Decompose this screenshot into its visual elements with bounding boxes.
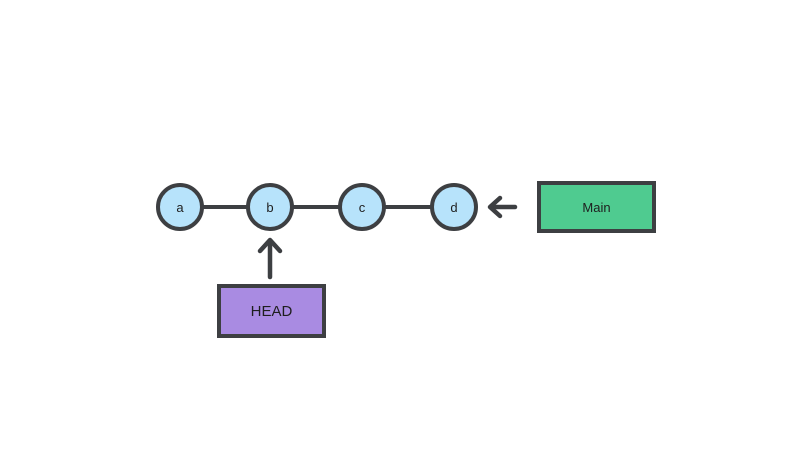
branch-label-main-text: Main <box>582 199 611 215</box>
commit-node-d-label: d <box>450 199 458 215</box>
up-arrow-icon <box>257 237 283 280</box>
branch-label-main: Main <box>537 181 656 233</box>
commit-node-a-label: a <box>176 199 184 215</box>
edge-b-c <box>291 205 341 209</box>
commit-node-a: a <box>156 183 204 231</box>
commit-node-b: b <box>246 183 294 231</box>
head-label-text: HEAD <box>250 302 293 320</box>
commit-node-c-label: c <box>358 199 366 215</box>
edge-a-b <box>200 205 250 209</box>
commit-node-d: d <box>430 183 478 231</box>
edge-c-d <box>383 205 433 209</box>
commit-node-c: c <box>338 183 386 231</box>
head-label: HEAD <box>217 284 326 338</box>
commit-node-b-label: b <box>266 199 274 215</box>
left-arrow-icon <box>487 195 518 219</box>
